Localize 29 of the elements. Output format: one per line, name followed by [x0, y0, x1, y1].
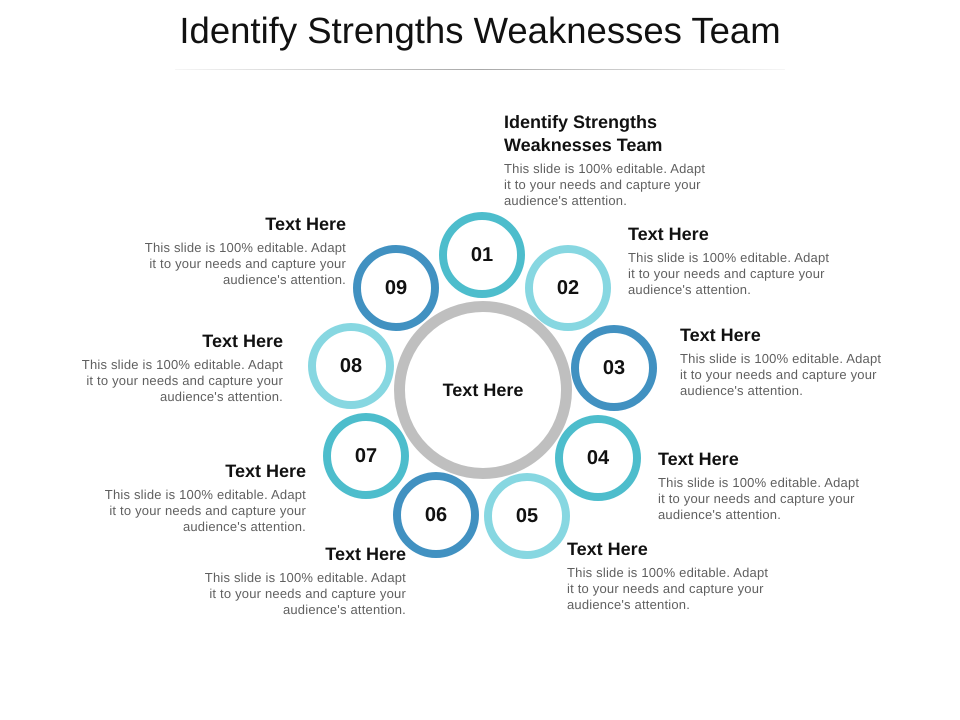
step-heading: Text Here — [658, 448, 740, 471]
step-heading: Text Here — [201, 330, 283, 353]
step-description: This slide is 100% editable. Adapt it to your needs and capture your audience's attention. — [80, 357, 283, 405]
step-heading: Text Here — [224, 460, 306, 483]
step-number: 04 — [586, 446, 610, 470]
step-description: This slide is 100% editable. Adapt it to your needs and capture your audience's attention. — [204, 570, 406, 618]
step-number: 08 — [340, 354, 362, 378]
step-heading: Text Here — [680, 324, 762, 347]
step-heading: Text Here — [264, 213, 346, 236]
step-number: 01 — [470, 244, 494, 266]
step-number: 05 — [516, 504, 538, 528]
step-description: This slide is 100% editable. Adapt it to your needs and capture your audience's attention. — [104, 487, 306, 535]
step-description: This slide is 100% editable. Adapt it to your needs and capture your audience's attention. — [658, 475, 860, 523]
step-heading: Identify Strengths Weaknesses Team — [504, 111, 664, 157]
step-number: 07 — [354, 444, 378, 468]
step-description: This slide is 100% editable. Adapt it to your needs and capture your audience's attention. — [567, 565, 770, 613]
step-description: This slide is 100% editable. Adapt it to your needs and capture your audience's attention. — [504, 161, 706, 209]
step-description: This slide is 100% editable. Adapt it to your needs and capture your audience's attention. — [628, 250, 830, 298]
step-number: 06 — [424, 504, 448, 526]
step-description: This slide is 100% editable. Adapt it to your needs and capture your audience's attention. — [144, 240, 346, 288]
step-number: 02 — [556, 276, 580, 300]
step-heading: Text Here — [567, 538, 649, 561]
step-heading: Text Here — [628, 223, 710, 246]
step-heading: Text Here — [324, 543, 406, 566]
step-number: 09 — [384, 276, 408, 300]
step-description: This slide is 100% editable. Adapt it to your needs and capture your audience's attention. — [680, 351, 882, 399]
slide-title: Identify Strengths Weaknesses Team — [178, 9, 782, 53]
center-label: Text Here — [442, 380, 524, 400]
step-number: 03 — [602, 356, 626, 380]
